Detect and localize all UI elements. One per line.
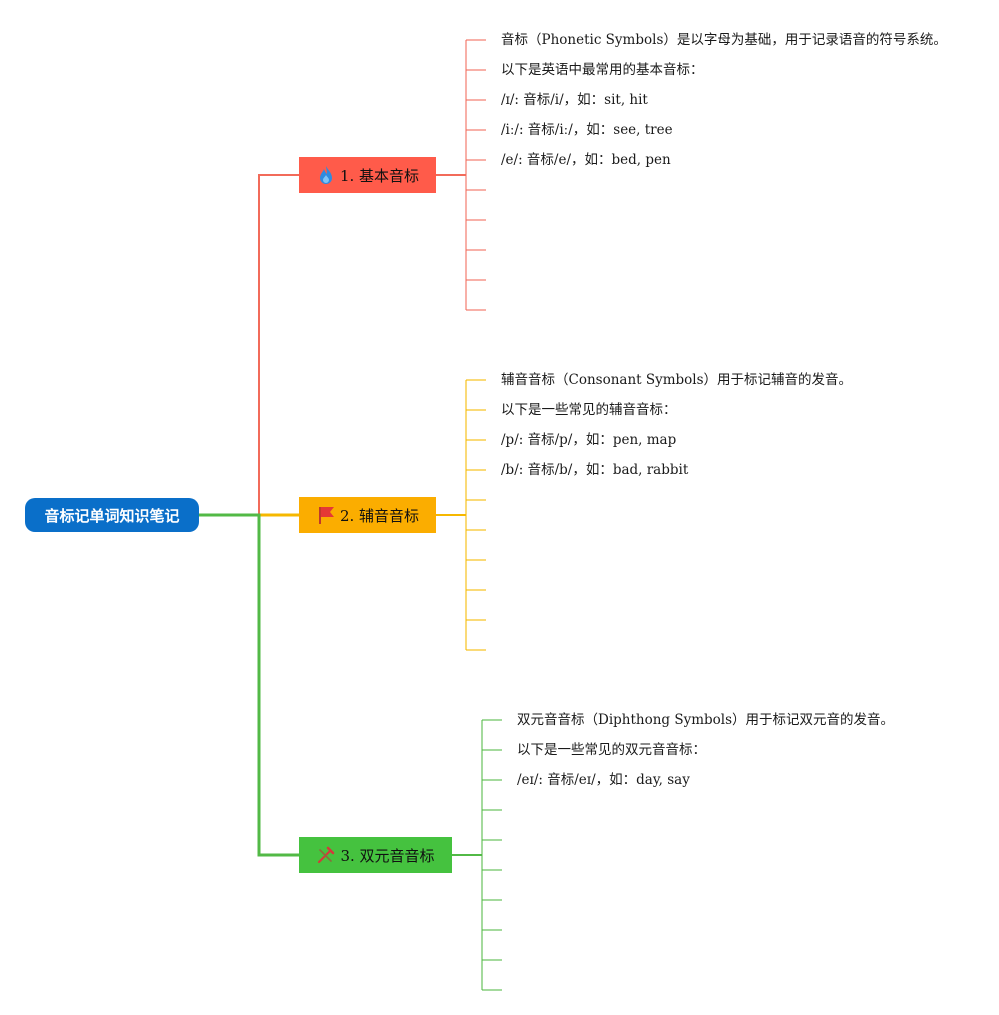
leaf-note[interactable]: /ɪ/: 音标/i/，如：sit, hit [501, 92, 648, 108]
branch-basic-phonetics[interactable]: 1. 基本音标 [299, 157, 436, 193]
leaf-note[interactable]: /p/: 音标/p/，如：pen, map [501, 432, 677, 448]
branch-diphthong-phonetics[interactable]: 3. 双元音音标 [299, 837, 452, 873]
root-connector [199, 174, 299, 516]
leaf-note[interactable]: 以下是一些常见的双元音音标： [517, 742, 706, 758]
leaf-note[interactable]: /e/: 音标/e/，如：bed, pen [501, 152, 671, 168]
tools-icon [316, 845, 336, 865]
leaf-note[interactable]: 音标（Phonetic Symbols）是以字母为基础，用于记录语音的符号系统。 [501, 32, 947, 48]
root-connector [199, 513, 299, 857]
branch-label: 2. 辅音音标 [339, 506, 420, 525]
leaf-note[interactable]: /b/: 音标/b/，如：bad, rabbit [501, 462, 689, 478]
leaf-note[interactable]: /iː/: 音标/iː/，如：see, tree [501, 122, 673, 138]
leaf-note[interactable]: /eɪ/: 音标/eɪ/，如：day, say [517, 772, 690, 788]
branch-label: 1. 基本音标 [339, 166, 420, 185]
branch-consonant-phonetics[interactable]: 2. 辅音音标 [299, 497, 436, 533]
leaf-note[interactable]: 辅音音标（Consonant Symbols）用于标记辅音的发音。 [501, 372, 853, 388]
flag-icon [316, 505, 336, 525]
leaf-note[interactable]: 双元音音标（Diphthong Symbols）用于标记双元音的发音。 [517, 712, 895, 728]
root-title: 音标记单词知识笔记 [44, 506, 180, 525]
branch-label: 3. 双元音音标 [340, 846, 435, 865]
leaf-note[interactable]: 以下是英语中最常用的基本音标： [501, 62, 704, 78]
root-topic[interactable]: 音标记单词知识笔记 [25, 498, 199, 532]
fire-icon [316, 165, 336, 185]
leaf-note[interactable]: 以下是一些常见的辅音音标： [501, 402, 677, 418]
